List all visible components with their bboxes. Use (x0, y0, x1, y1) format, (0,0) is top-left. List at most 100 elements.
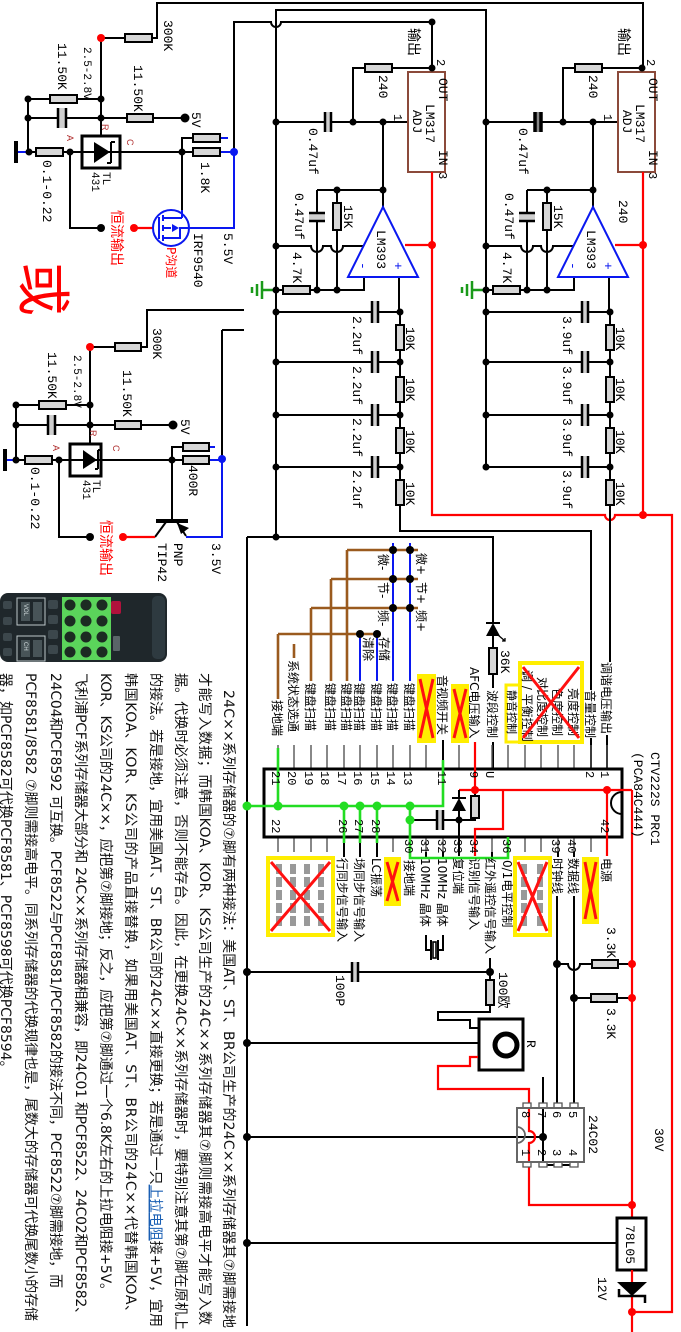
label-zener: 12V (594, 1277, 609, 1301)
junction-dot (482, 463, 490, 471)
pin-number: 32 (434, 839, 448, 853)
mcu-red-wiring (459, 742, 634, 1218)
ground-symbol (460, 281, 486, 299)
ground-net-green (247, 748, 510, 860)
junction-dot-red (97, 34, 105, 42)
ladder-capacitor (580, 404, 590, 426)
wire-red-eeprom (436, 1055, 632, 1207)
pin-label: 0/1电平控制 (500, 860, 514, 927)
pin-number: 22 (268, 819, 282, 833)
label-100p: 100P (332, 975, 347, 1006)
regulator-right: 输出 2 OUT LM317 ADJ 1 IN 3 240 240 0.47uf… (460, 28, 660, 509)
label-ref-ic-2: 431 (88, 172, 100, 192)
label-supply: 5V (177, 419, 192, 435)
label-output: 输出 (615, 28, 631, 56)
label-ladder-cap: 3.9uf (559, 470, 574, 509)
power-button (111, 601, 121, 614)
notes-paragraph: 24C××系列存储器的⑦脚有两种接法：美国AT、ST、BR公司生产的24C××系… (0, 673, 237, 1330)
label-r-top: 300K (149, 328, 164, 359)
label-c-adj: 0.47uf (305, 128, 320, 175)
key-fine-minus: 微- (376, 554, 390, 570)
resistor-bias-a (192, 133, 221, 143)
junction-dot-red (471, 786, 479, 794)
lower-circuitry: 8 7 6 5 1 2 3 4 24C02 78L05 10 (243, 896, 666, 1332)
knob-icon (492, 1031, 520, 1059)
ladder-capacitor (370, 301, 380, 323)
capacitor (46, 415, 57, 435)
current-source-pnp: 300K 2.5-2.8V 11.50K 11.50K 5V R C A TL … (3, 328, 226, 582)
eeprom-name: 24C02 (585, 1115, 600, 1154)
eeprom-pin: 8 (518, 1111, 532, 1118)
junction-dot (396, 463, 404, 471)
supply-terminal (180, 113, 190, 123)
crossed-out-box (417, 674, 436, 743)
label-pin-c: C (111, 445, 121, 452)
junction-dot (55, 456, 63, 464)
remote-ch-label: CH (22, 642, 28, 651)
junction-dot (243, 968, 251, 976)
pin-label-muting: 静音控制 (505, 690, 519, 734)
junction-dot-green (339, 801, 349, 811)
note-line: 器，如PCF8582可代换PCF8581、PCF8598可代换PCF8594。 (0, 673, 14, 1075)
pin-label: 行同步信号输入 (335, 858, 350, 942)
resistor-pullup-2 (590, 993, 618, 1003)
pin-label: 键盘扫描 (385, 683, 400, 731)
label-output: 输出 (405, 28, 421, 56)
keypad-row-lines (276, 548, 418, 699)
key-freq-minus: 频- (376, 610, 390, 626)
junction-dot (543, 186, 551, 194)
pin-label: AFC电压输入 (467, 667, 482, 739)
pin-number: 9 (466, 771, 480, 778)
regulator-left: 输出 2 OUT LM317 ADJ 1 IN 3 240 0.47uf 0.4… (250, 28, 450, 509)
junction-dot (428, 18, 436, 26)
junction-dot (168, 456, 176, 464)
junction-dot-red (628, 1201, 636, 1209)
junction-dot-red (639, 511, 647, 519)
resistor-sense (35, 147, 64, 157)
junction-dot (482, 308, 490, 316)
key-clear: 清除 (361, 637, 376, 661)
junction-dot-green (405, 815, 415, 825)
pin-label: 键盘扫描 (339, 683, 354, 731)
pin-label: 场同步信号输入 (352, 858, 367, 942)
eeprom-pin: 1 (518, 1149, 532, 1156)
label-r-set: 240 (585, 75, 600, 98)
resistor-100-ohm (485, 979, 495, 1006)
tl431-reference (63, 134, 122, 170)
junction-dot (406, 575, 414, 583)
pin-label: 键盘扫描 (402, 683, 417, 731)
ladder-capacitor (580, 456, 590, 478)
label-comparator: LM393 (373, 230, 388, 269)
eeprom-pin: 6 (549, 1111, 563, 1118)
resistor-11k5-upper (126, 113, 154, 123)
junction-dot (86, 401, 94, 409)
lm317-body (617, 71, 656, 173)
pin-number: 27 (351, 819, 365, 833)
label-r-bias: 400R (185, 465, 200, 496)
junction-dot (86, 533, 94, 541)
junction-dot-green (242, 801, 252, 811)
output-terminal (119, 533, 127, 541)
label-pin-r: R (88, 430, 98, 437)
junction-dot (272, 358, 280, 366)
wire-blue (16, 137, 235, 229)
key-freq-plus: 频+ (414, 610, 428, 632)
junction-dot (243, 1133, 251, 1141)
note-line: PCF8581/8582 ⑦脚则需接高电平。同系列存储器的代换规律也是，尾数大的… (22, 673, 39, 1321)
wire-frame-top (152, 2, 644, 68)
note-text: 的接法。若是接地，宜用美国AT、ST、BR公司的24C××直接更换；若是通过一只 (147, 673, 164, 1185)
label-ladder-res: 10K (402, 482, 417, 506)
label-noninverting: + (600, 262, 615, 270)
supply-terminal (168, 420, 178, 430)
ladder-capacitor (580, 301, 590, 323)
pin-number: 30 (401, 839, 415, 853)
remote-buttons (64, 599, 108, 658)
pin-number: 15 (367, 771, 381, 785)
pull-up-resistor-link[interactable]: 上拉电阻 (147, 1185, 163, 1241)
key-fine-plus: 微+ (414, 553, 428, 575)
label-comparator: LM393 (583, 230, 598, 269)
junction-dot (396, 308, 404, 316)
pin-label: 时钟线 (550, 858, 565, 894)
pin-label: 键盘扫描 (352, 683, 367, 731)
band-control-branch: 36K (486, 622, 512, 769)
